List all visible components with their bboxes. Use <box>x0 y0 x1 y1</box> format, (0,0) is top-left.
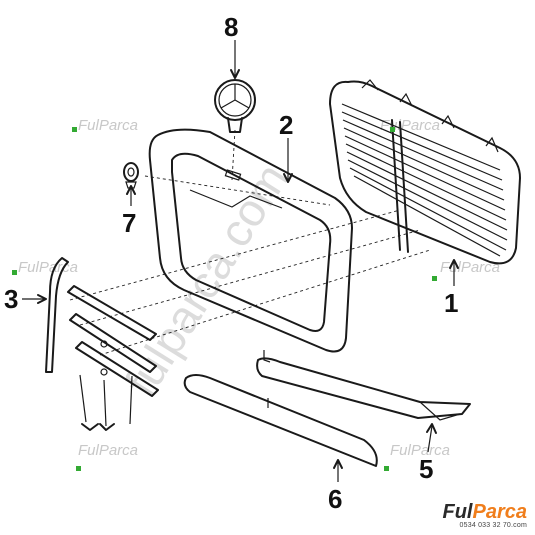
brand-contact: 0534 033 32 70.com <box>443 522 528 529</box>
assembly-lines <box>69 129 431 356</box>
side-trim <box>45 257 69 373</box>
brand-name-part1: Ful <box>442 501 473 523</box>
star-emblem <box>214 79 256 133</box>
markers <box>12 127 437 471</box>
brand-logo: FulParca 0534 033 32 70.com <box>443 502 528 529</box>
brand-name-part2: Parca <box>472 501 528 523</box>
grille-insert <box>329 79 521 265</box>
callout-6: 6 <box>328 484 342 514</box>
watermark-6: FulParca <box>390 442 450 459</box>
watermark-2: FulParca <box>380 117 440 134</box>
watermark-3: FulParca <box>18 259 78 276</box>
callout-8: 7 <box>122 208 136 238</box>
watermark-5: FulParca <box>78 442 138 459</box>
brand-name: FulParca <box>443 502 528 522</box>
brand-domain: .com <box>511 522 527 529</box>
brand-phone: 0534 033 32 70 <box>459 522 512 529</box>
lower-trim-lower <box>183 374 378 467</box>
grille-frame <box>148 128 353 353</box>
trim-strips <box>67 285 159 431</box>
lower-trim-upper <box>256 350 471 421</box>
callout-1: 1 <box>444 288 458 318</box>
callout-3: 3 <box>4 284 18 314</box>
emblem-clip <box>123 162 139 189</box>
callout-5: 5 <box>419 454 433 484</box>
callouts: 8 2 7 1 3 5 6 <box>4 12 459 514</box>
callout-2: 2 <box>279 110 293 140</box>
watermark-1: FulParca <box>78 117 138 134</box>
callout-7: 8 <box>224 12 238 42</box>
